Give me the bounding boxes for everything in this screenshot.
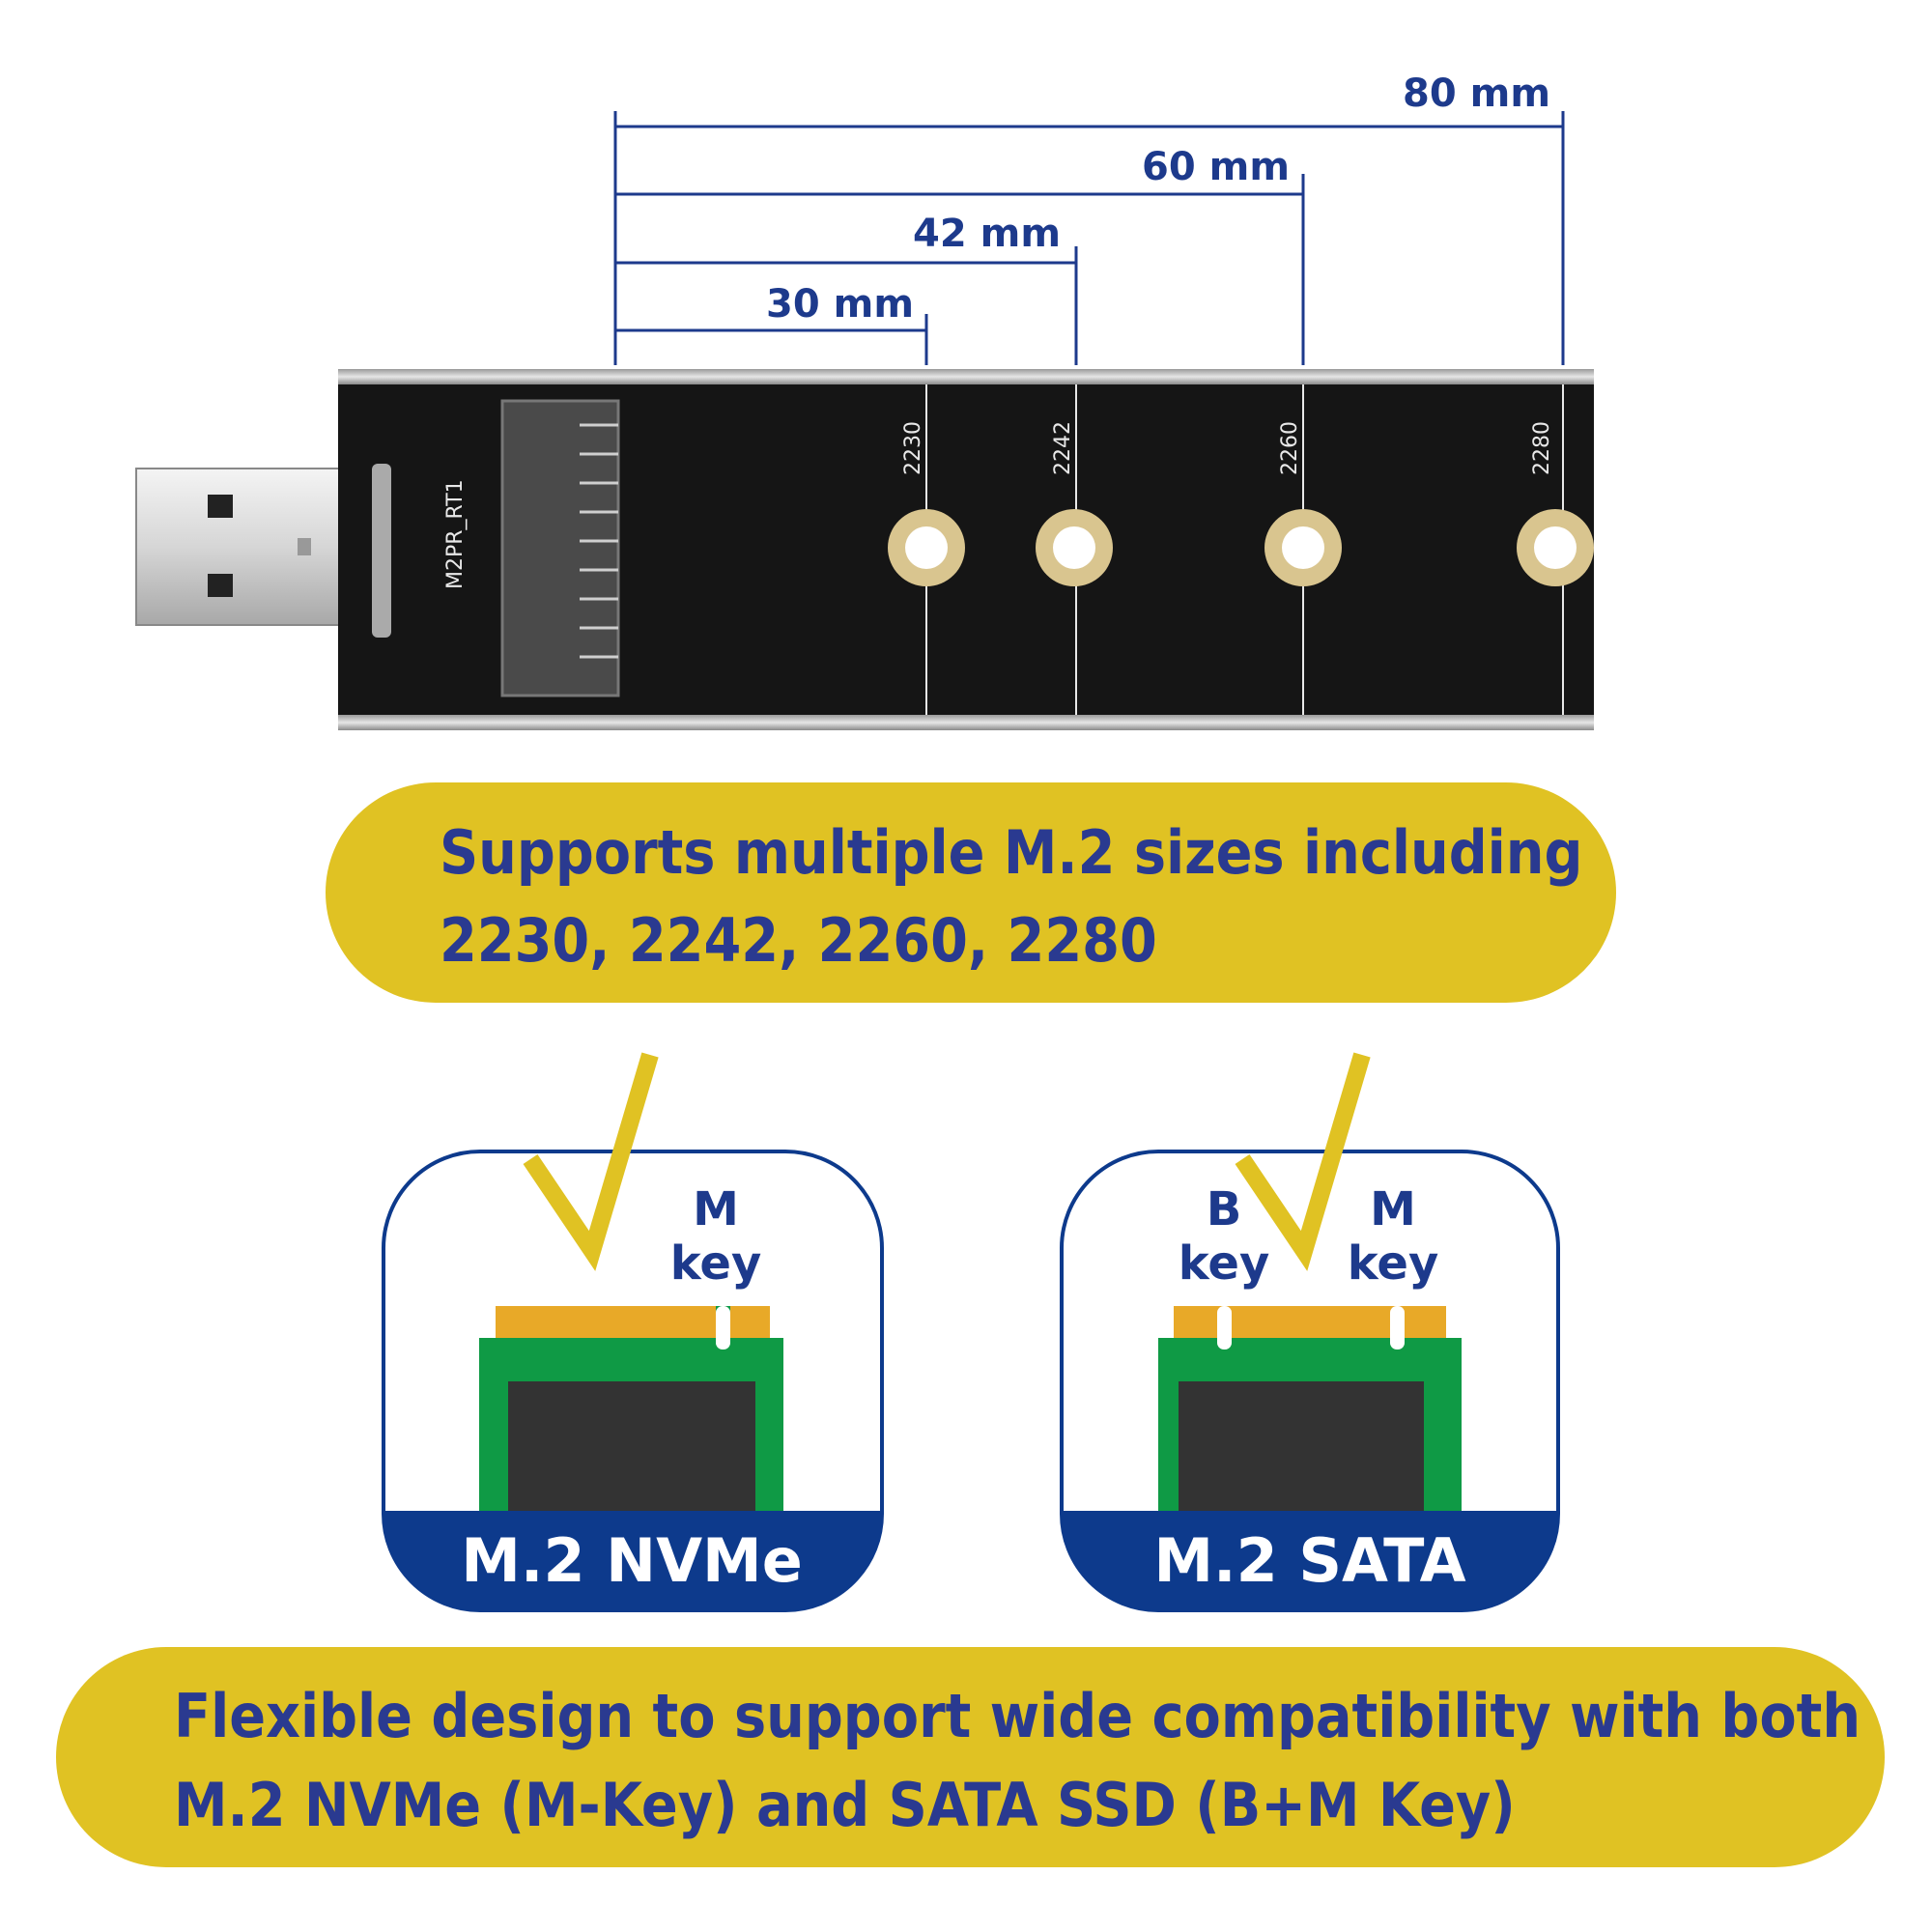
slot-label-2280: 2280 bbox=[1530, 421, 1554, 475]
silkscreen-label: M2PR_RT1 bbox=[443, 479, 468, 589]
key-label-b-sub: key bbox=[1179, 1236, 1269, 1291]
dimension-60mm: 60 mm bbox=[1142, 145, 1290, 189]
banner-bottom-line1: Flexible design to support wide compatib… bbox=[174, 1681, 1861, 1751]
key-label-m-sub: key bbox=[1348, 1236, 1438, 1291]
key-label-m: M bbox=[693, 1182, 739, 1236]
key-label-m-sub: key bbox=[670, 1236, 761, 1291]
adapter-board: M2PR_RT1 2230 2242 2260 2280 bbox=[338, 369, 1594, 730]
dimension-30mm: 30 mm bbox=[766, 282, 914, 327]
card-title-nvme: M.2 NVMe bbox=[461, 1525, 803, 1596]
key-label-m: M bbox=[1370, 1182, 1416, 1236]
banner-top-line1: Supports multiple M.2 sizes including bbox=[440, 817, 1582, 888]
slot-label-2230: 2230 bbox=[901, 421, 925, 475]
usb-pads bbox=[372, 464, 391, 638]
card-sata: B key M key M.2 SATA bbox=[1060, 1052, 1560, 1612]
m2-connector bbox=[500, 399, 620, 697]
checkmark-icon bbox=[523, 1052, 659, 1271]
banner-top-line2: 2230, 2242, 2260, 2280 bbox=[440, 905, 1157, 976]
checkmark-icon bbox=[1235, 1052, 1371, 1271]
banner-bottom bbox=[56, 1647, 1885, 1867]
dimension-lines bbox=[613, 111, 1565, 365]
banner-bottom-line2: M.2 NVMe (M-Key) and SATA SSD (B+M Key) bbox=[174, 1770, 1516, 1840]
slot-label-2242: 2242 bbox=[1051, 421, 1075, 475]
card-nvme: M key M.2 NVMe bbox=[382, 1052, 884, 1612]
slot-label-2260: 2260 bbox=[1278, 421, 1302, 475]
key-label-b: B bbox=[1207, 1182, 1242, 1236]
dimension-80mm: 80 mm bbox=[1403, 71, 1550, 116]
standoff-holes bbox=[888, 509, 1594, 586]
card-title-sata: M.2 SATA bbox=[1153, 1525, 1465, 1596]
banner-top bbox=[326, 782, 1616, 1003]
dimension-42mm: 42 mm bbox=[913, 212, 1061, 256]
